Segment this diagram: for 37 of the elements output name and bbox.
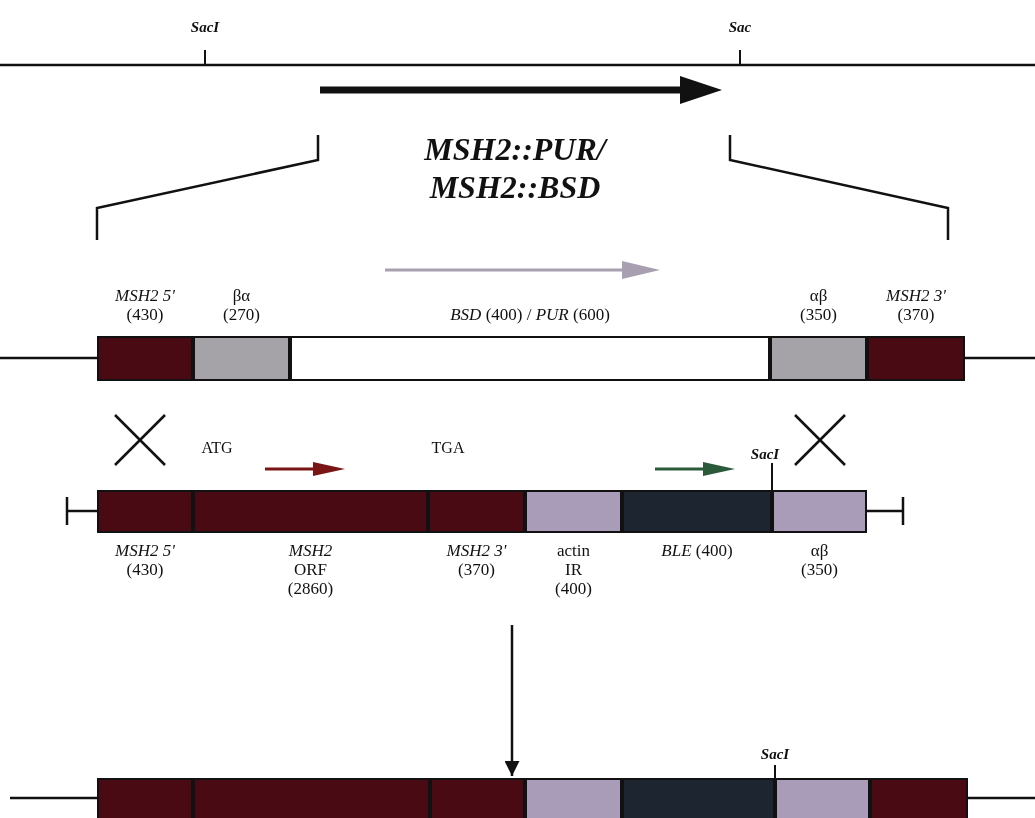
gene-segment — [525, 490, 622, 533]
codon-label: ATG — [200, 438, 234, 458]
segment-label: MSH2 5' (430) — [114, 541, 176, 579]
gene-segment — [97, 778, 193, 818]
gene-segment — [775, 778, 870, 818]
gene-segment — [772, 490, 867, 533]
gene-segment — [193, 490, 428, 533]
restriction-site-label: SacI — [759, 745, 791, 763]
segment-label: MSH2 3' (370) — [445, 541, 508, 579]
segment-label: βα (270) — [222, 286, 261, 324]
gene-segment — [193, 778, 430, 818]
gene-segment — [428, 490, 525, 533]
segment-label: MSH2 3' (370) — [885, 286, 947, 324]
segment-label: actin IR (400) — [554, 541, 593, 598]
gene-segment — [622, 490, 772, 533]
codon-label: TGA — [430, 438, 466, 458]
gene-segment — [430, 778, 525, 818]
segment-label: αβ (350) — [800, 541, 839, 579]
gene-segment — [870, 778, 968, 818]
gene-segment — [770, 336, 867, 381]
restriction-site-label: Sac — [727, 18, 753, 36]
gene-segment — [525, 778, 622, 818]
gene-segment — [97, 490, 193, 533]
arrow — [504, 625, 520, 776]
gene-segment — [622, 778, 775, 818]
gene-segment — [867, 336, 965, 381]
gene-segment — [97, 336, 193, 381]
segment-label: αβ (350) — [799, 286, 838, 324]
segment-label: BLE (400) — [660, 541, 734, 560]
construct-name: MSH2::PUR/ MSH2::BSD — [423, 130, 609, 207]
restriction-site-label: SacI — [749, 445, 781, 463]
segment-label: BSD (400) / PUR (600) — [449, 305, 611, 324]
restriction-site-label: SacI — [189, 18, 221, 36]
segment-label: MSH2 5' (430) — [114, 286, 176, 324]
gene-segment — [193, 336, 290, 381]
gene-segment — [290, 336, 770, 381]
segment-label: MSH2 ORF (2860) — [286, 541, 335, 598]
